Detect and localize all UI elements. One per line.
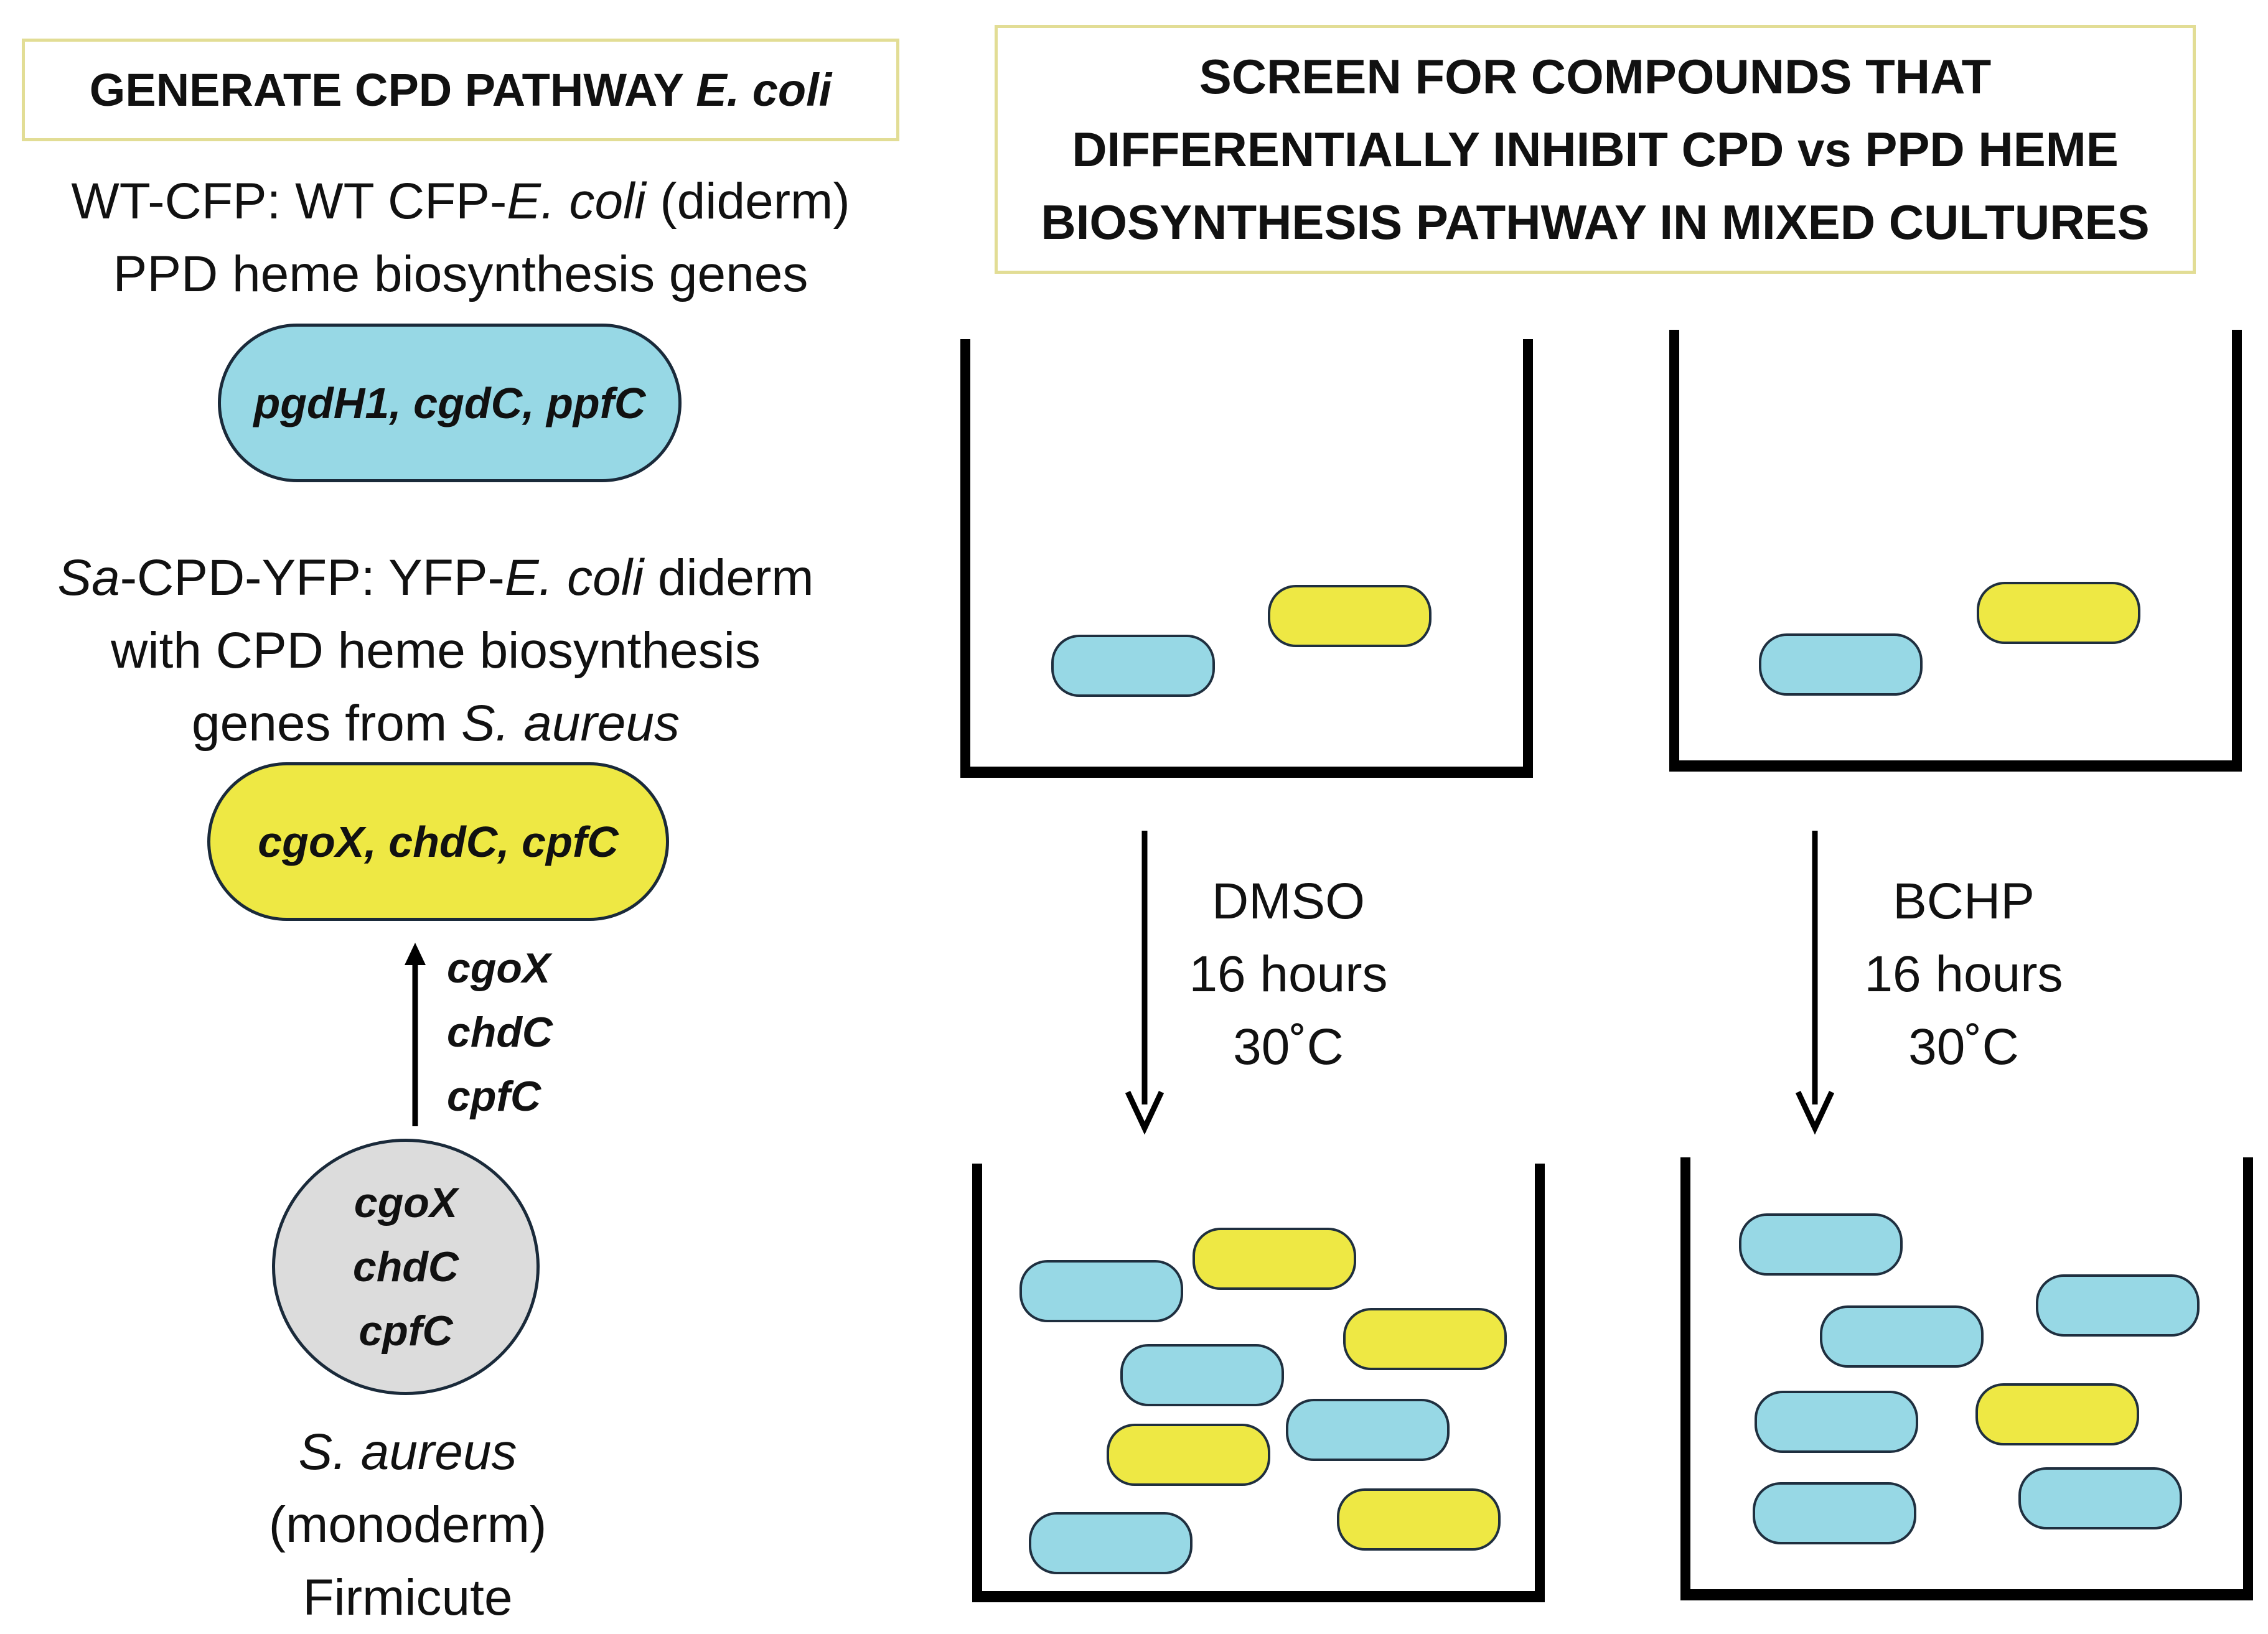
bchp-compound: BCHP	[1893, 873, 2035, 930]
cfp-cell	[1753, 1482, 1916, 1544]
sa-desc-line3: genes from S. aureus	[192, 695, 680, 752]
yfp-cell	[1193, 1228, 1356, 1290]
transfer-gene-3: cpfC	[447, 1073, 541, 1120]
cfp-cell	[2036, 1274, 2200, 1337]
cfp-cell	[1739, 1213, 1903, 1276]
dmso-incubation-arrow	[1125, 831, 1164, 1135]
source-gene-1: cgoX	[354, 1179, 458, 1226]
dmso-temperature: 30˚C	[1233, 1019, 1344, 1075]
bchp-conditions: BCHP 16 hours 30˚C	[1839, 865, 2088, 1083]
yfp-cell	[1977, 582, 2140, 644]
transfer-gene-2: chdC	[447, 1009, 553, 1056]
dmso-conditions: DMSO 16 hours 30˚C	[1164, 865, 1413, 1083]
beaker-bchp-result	[1680, 1157, 2253, 1600]
cfp-cell	[1286, 1399, 1450, 1461]
transfer-gene-1: cgoX	[447, 945, 551, 992]
dmso-duration: 16 hours	[1189, 946, 1388, 1002]
left-title-italic: E. coli	[696, 64, 832, 116]
beaker-dmso-start	[960, 339, 1533, 778]
left-panel-title: GENERATE CPD PATHWAY E. coli	[22, 39, 899, 141]
right-title-line2: DIFFERENTIALLY INHIBIT CPD vs PPD HEME	[1072, 121, 2119, 177]
source-gene-2: chdC	[353, 1243, 459, 1291]
cfp-cell	[1759, 633, 1923, 696]
yfp-cell	[1337, 1488, 1501, 1551]
yfp-cell	[1268, 585, 1432, 647]
bchp-incubation-arrow	[1795, 831, 1835, 1135]
beaker-bchp-start	[1669, 330, 2242, 772]
source-caption-type: (monoderm)	[268, 1496, 547, 1553]
s-aureus-cell: cgoX chdC cpfC	[272, 1139, 540, 1395]
left-title-text: GENERATE CPD PATHWAY	[89, 64, 696, 116]
wt-gene-list: pgdH1, cgdC, ppfC	[253, 378, 646, 427]
wt-desc-line1: WT-CFP: WT CFP-E. coli (diderm)	[71, 173, 850, 230]
yfp-cell	[1343, 1308, 1507, 1370]
source-caption-phylum: Firmicute	[302, 1569, 513, 1626]
right-title-line1: SCREEN FOR COMPOUNDS THAT	[1199, 49, 1992, 104]
wt-cfp-ecoli-cell: pgdH1, cgdC, ppfC	[218, 324, 682, 482]
cfp-cell	[1019, 1260, 1183, 1322]
bchp-temperature: 30˚C	[1908, 1019, 2019, 1075]
right-title-line3: BIOSYNTHESIS PATHWAY IN MIXED CULTURES	[1041, 194, 2150, 250]
cfp-cell	[1820, 1305, 1984, 1368]
yfp-cell	[1107, 1424, 1270, 1486]
sa-desc-line1: Sa-CPD-YFP: YFP-E. coli diderm	[57, 549, 814, 606]
cfp-cell	[1051, 635, 1215, 697]
bchp-duration: 16 hours	[1864, 946, 2063, 1002]
wt-desc-line2: PPD heme biosynthesis genes	[113, 246, 808, 302]
transfer-gene-list: cgoX chdC cpfC	[447, 936, 553, 1129]
sa-description: Sa-CPD-YFP: YFP-E. coli diderm with CPD …	[0, 541, 871, 760]
source-gene-3: cpfC	[358, 1307, 453, 1355]
sa-gene-list: cgoX, chdC, cpfC	[258, 817, 619, 866]
right-panel-title: SCREEN FOR COMPOUNDS THAT DIFFERENTIALLY…	[995, 25, 2196, 274]
source-caption: S. aureus (monoderm) Firmicute	[224, 1416, 591, 1634]
sa-desc-line2: with CPD heme biosynthesis	[111, 622, 761, 679]
gene-transfer-arrow	[405, 943, 426, 1126]
beaker-dmso-result	[972, 1164, 1545, 1602]
wt-description: WT-CFP: WT CFP-E. coli (diderm) PPD heme…	[0, 165, 921, 310]
sa-cpd-yfp-ecoli-cell: cgoX, chdC, cpfC	[207, 762, 669, 921]
source-caption-species: S. aureus	[298, 1424, 517, 1480]
cfp-cell	[1029, 1512, 1193, 1574]
source-gene-list: cgoX chdC cpfC	[353, 1171, 459, 1363]
cfp-cell	[1120, 1344, 1284, 1406]
cfp-cell	[1755, 1391, 1918, 1453]
cfp-cell	[2018, 1467, 2182, 1529]
yfp-cell	[1975, 1383, 2139, 1445]
dmso-compound: DMSO	[1212, 873, 1365, 930]
